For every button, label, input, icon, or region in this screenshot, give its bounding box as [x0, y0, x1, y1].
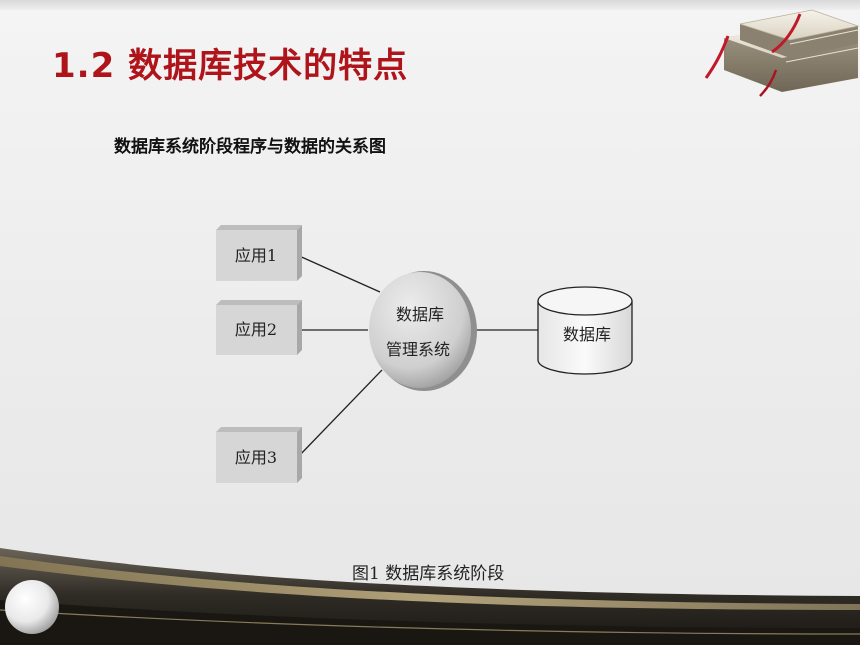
- connector-app1-dbms: [296, 254, 381, 293]
- pearl-ball-icon: [5, 580, 59, 634]
- app-box-1: 应用1: [216, 225, 302, 281]
- app-box-3: 应用3: [216, 427, 302, 483]
- app-box-2: 应用2: [216, 300, 302, 355]
- dbms-label-line1: 数据库: [396, 305, 444, 324]
- database-cylinder: 数据库: [537, 286, 633, 375]
- bottom-band: [0, 548, 860, 645]
- connector-app3-dbms: [296, 369, 383, 459]
- dbms-label-line2: 管理系统: [386, 340, 450, 359]
- dbms-sphere: 数据库 管理系统: [369, 271, 477, 391]
- relation-diagram: 应用1 应用2 应用3 数据库 管理系统: [216, 225, 633, 483]
- diagram-subtitle: 数据库系统阶段程序与数据的关系图: [114, 137, 386, 157]
- slide-title: 1.2 数据库技术的特点: [52, 46, 409, 86]
- book-stack-icon: [704, 9, 860, 97]
- app-label-3: 应用3: [235, 448, 277, 467]
- database-label: 数据库: [563, 325, 611, 344]
- app-label-2: 应用2: [235, 320, 277, 339]
- app-label-1: 应用1: [235, 246, 277, 265]
- top-strip: [0, 0, 860, 10]
- figure-caption: 图1 数据库系统阶段: [352, 564, 505, 584]
